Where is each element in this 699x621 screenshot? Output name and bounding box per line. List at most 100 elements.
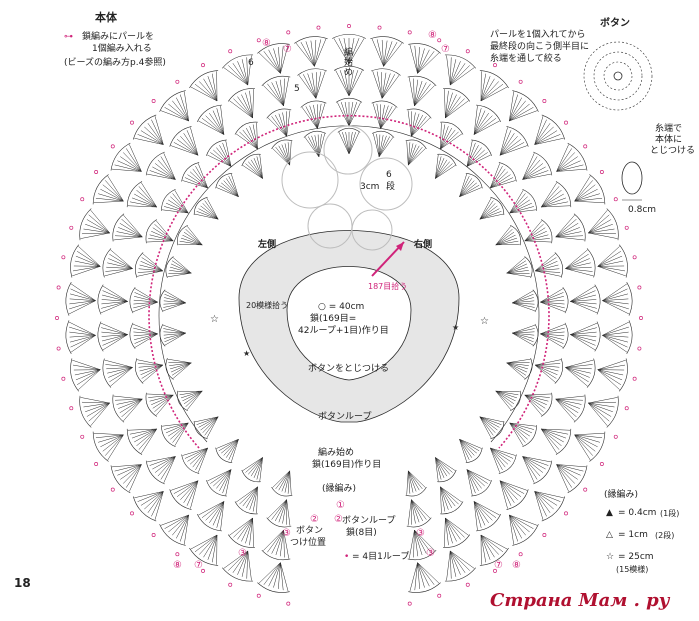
shell-stroke [101, 327, 128, 335]
shell-stroke [190, 86, 218, 102]
shell-stroke [110, 249, 133, 269]
pearl-dot [61, 376, 66, 381]
shell-stroke [534, 253, 556, 272]
shell-stroke [602, 288, 628, 301]
shell-loop [102, 358, 112, 388]
shell-loop [541, 496, 566, 522]
shell-loop [541, 219, 553, 244]
shell-stroke [307, 73, 317, 99]
shell-loop [145, 151, 165, 176]
shell-stroke [180, 480, 199, 500]
shell-stroke [102, 334, 128, 351]
shell-stroke [381, 72, 387, 99]
shell-loop [405, 486, 427, 497]
shell-stroke [541, 201, 569, 208]
shell-loop [444, 54, 476, 69]
shell-stroke [249, 486, 258, 510]
shell-stroke [338, 38, 350, 65]
shell-stroke [219, 469, 232, 491]
shell-stroke [490, 180, 516, 189]
shell-loop [159, 524, 186, 546]
pearl-dot [175, 79, 180, 84]
shell-stroke [509, 94, 519, 122]
pearl-dot [175, 552, 180, 557]
shell-loop [65, 282, 72, 316]
shell-stroke [164, 290, 186, 304]
shell-loop [215, 172, 233, 189]
shell-stroke [522, 166, 546, 180]
shell-stroke [278, 499, 287, 523]
shell-stroke [480, 534, 495, 558]
shell-stroke [189, 171, 208, 189]
shell-loop [92, 431, 109, 462]
shell-stroke [540, 333, 565, 337]
shell-stroke [540, 299, 565, 303]
shell-loop [126, 428, 143, 455]
shell-stroke [565, 367, 588, 387]
yarn-ball-watermark [281, 125, 413, 251]
shell-stroke [380, 107, 397, 129]
shell-loop [189, 70, 219, 89]
shell-stroke [184, 177, 208, 189]
shell-stroke [570, 334, 596, 351]
shell-stroke [588, 219, 612, 234]
shell-stroke [121, 398, 143, 418]
shell-stroke [218, 438, 239, 452]
shell-stroke [524, 394, 544, 413]
left-side-label: 左側 [258, 240, 277, 250]
shell-stroke [185, 228, 203, 246]
shell-stroke [186, 130, 199, 156]
shell-stroke [170, 196, 189, 214]
shell-stroke [107, 367, 133, 374]
shell-stroke [495, 243, 520, 246]
shell-stroke [435, 154, 439, 179]
shell-loop [407, 75, 437, 87]
pearl-dot [56, 346, 61, 351]
shell-stroke [414, 529, 435, 551]
pearl-dot [518, 79, 523, 84]
shell-stroke [588, 232, 617, 235]
shell-stroke [411, 113, 420, 137]
filled-star-icon: ★ [243, 349, 250, 358]
shell-stroke [125, 148, 142, 172]
shell-stroke [241, 94, 253, 119]
shell-stroke [570, 322, 598, 335]
shell-stroke [111, 168, 142, 172]
shell-stroke [163, 153, 176, 180]
shell-stroke [250, 159, 263, 179]
shell-stroke [241, 550, 249, 577]
shell-stroke [540, 288, 564, 303]
shell-stroke [190, 480, 199, 509]
shell-stroke [414, 79, 419, 106]
shell-stroke [154, 223, 174, 242]
shell-stroke [133, 301, 158, 305]
shell-stroke [267, 499, 287, 519]
shell-stroke [165, 422, 189, 434]
shell-loop [145, 460, 165, 485]
shell-stroke [70, 335, 96, 353]
shell-loop [337, 127, 361, 133]
shell-stroke [522, 456, 546, 470]
button-section-title: ボタン [600, 18, 630, 29]
shell-stroke [602, 300, 630, 315]
shell-loop [589, 431, 606, 462]
shell-stroke [199, 534, 218, 555]
shell-stroke [480, 534, 499, 555]
button-ring [603, 61, 633, 91]
shell-stroke [246, 550, 249, 579]
shell-stroke [541, 428, 569, 435]
shell-stroke [473, 120, 500, 135]
shell-stroke [414, 530, 423, 556]
shell-stroke [246, 57, 249, 86]
shell-stroke [186, 480, 199, 506]
shell-stroke [207, 76, 218, 102]
shell-stroke [480, 73, 487, 102]
shell-stroke [570, 301, 598, 314]
shell-stroke [206, 197, 219, 220]
pearl-dot [55, 316, 59, 320]
shell-stroke [268, 562, 281, 587]
shell-stroke [509, 422, 526, 443]
shell-stroke [282, 499, 287, 524]
shell-stroke [256, 122, 258, 150]
shell-stroke [435, 165, 456, 179]
